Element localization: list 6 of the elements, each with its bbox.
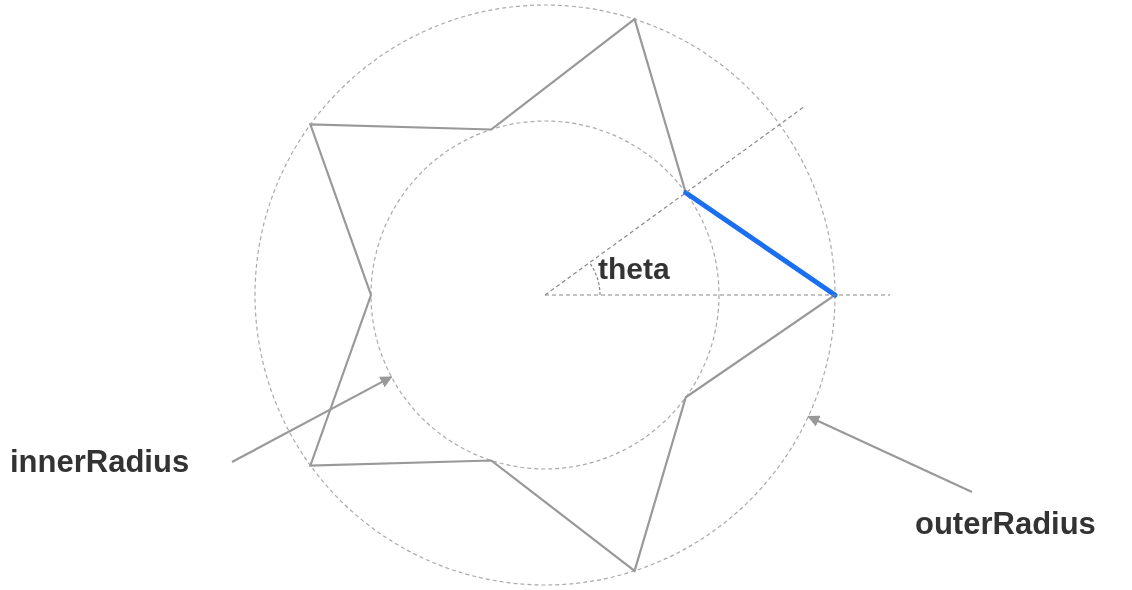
angle-label: theta	[598, 254, 670, 284]
dimension-label: innerRadius	[10, 446, 190, 477]
dashed-circle	[370, 120, 720, 470]
leader-arrow	[231, 375, 393, 463]
dimension-label: outerRadius	[915, 508, 1096, 539]
leader-arrow	[807, 415, 973, 493]
